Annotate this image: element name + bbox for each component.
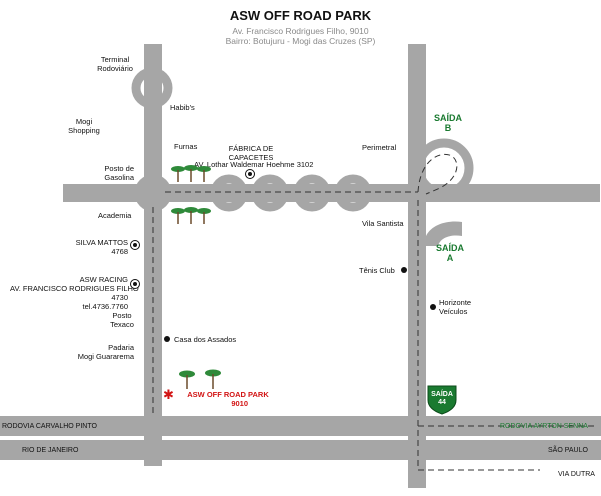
- roundabout-main-2: [210, 174, 248, 212]
- exit-shield-icon: [427, 385, 457, 415]
- label-silva-mattos: SILVA MATTOS 4768: [54, 238, 128, 256]
- terminal-line-1: Terminal: [100, 55, 130, 64]
- roundabout-main-4: [293, 174, 331, 212]
- silva-mattos-line-2: 4768: [111, 247, 128, 256]
- terminal-line-2: Rodoviário: [97, 64, 133, 73]
- saida-b-line-1: SAÍDA: [433, 113, 462, 123]
- asw-racing-line-2: AV. FRANCISCO RODRIGUES FILHO: [10, 284, 139, 293]
- address-line-1: Av. Francisco Rodrigues Filho, 9010: [232, 26, 369, 36]
- label-posto-texaco: Posto Texaco: [100, 311, 144, 329]
- roundabout-main-3: [251, 174, 289, 212]
- address-line-2: Bairro: Botujuru - Mogi das Cruzes (SP): [225, 36, 376, 46]
- asw-park-line-2: 9010: [231, 399, 248, 408]
- saida-a-line-1: SAÍDA: [435, 243, 464, 253]
- label-sao-paulo: SÃO PAULO: [548, 447, 588, 454]
- posto-gasolina-line-2: Gasolina: [104, 173, 134, 182]
- dutra-road: [0, 440, 601, 460]
- saida-a-connector: [426, 221, 462, 246]
- mogi-shopping-line-2: Shopping: [68, 126, 100, 135]
- label-carvalho-pinto: RODOVIA CARVALHO PINTO: [2, 423, 97, 430]
- label-posto-gasolina: Posto de Gasolina: [82, 164, 134, 182]
- casa-assados-dot: [164, 336, 170, 342]
- palm-tree-icon: [179, 369, 221, 389]
- mogi-shopping-line-1: Mogi: [75, 117, 93, 126]
- silva-mattos-line-1: SILVA MATTOS: [75, 238, 128, 247]
- saida-44-line-2: 44: [438, 399, 446, 406]
- label-casa-assados: Casa dos Assados: [174, 335, 237, 344]
- label-saida-a: SAÍDA A: [430, 243, 470, 263]
- map-title: ASW OFF ROAD PARK: [229, 8, 372, 23]
- carvalho-pinto-road: [0, 416, 601, 436]
- label-vila-santista: Vila Santista: [362, 219, 404, 228]
- ring-dot-icon: [130, 279, 140, 289]
- fabrica-line-2: CAPACETES: [228, 153, 274, 162]
- horizonte-line-2: Veículos: [439, 307, 468, 316]
- posto-gasolina-line-1: Posto de: [104, 164, 134, 173]
- roundabout-saida-b: [414, 138, 474, 198]
- padaria-line-2: Mogi Guararema: [77, 352, 134, 361]
- asw-racing-line-1: ASW RACING: [79, 275, 128, 284]
- palm-tree-icon: [171, 207, 211, 224]
- posto-texaco-line-1: Posto: [112, 311, 132, 320]
- left-vertical-road: [144, 44, 162, 466]
- ring-dot-icon: [245, 169, 255, 179]
- label-rio-de-janeiro: RIO DE JANEIRO: [22, 447, 79, 454]
- label-ayrton-senna: RODOVIA AYRTON SENNA: [500, 423, 588, 430]
- roundabout-top: [131, 67, 173, 109]
- main-avenue: [63, 184, 600, 202]
- palm-tree-icon: [171, 165, 211, 182]
- label-fabrica: FÁBRICA DE CAPACETES: [224, 144, 278, 162]
- roundabout-main-5: [334, 174, 372, 212]
- label-habibs: Habib's: [170, 103, 195, 112]
- saida-a-line-2: A: [446, 253, 454, 263]
- label-via-dutra: VIA DUTRA: [558, 471, 595, 478]
- label-asw-racing: ASW RACING AV. FRANCISCO RODRIGUES FILHO…: [10, 275, 139, 311]
- label-perimetral: Perimetral: [362, 143, 397, 152]
- tenis-club-dot: [401, 267, 407, 273]
- label-terminal: Terminal Rodoviário: [86, 55, 144, 73]
- label-academia: Academia: [98, 211, 132, 220]
- saida-b-line-2: B: [444, 123, 452, 133]
- label-furnas: Furnas: [174, 142, 198, 151]
- fabrica-line-1: FÁBRICA DE: [228, 144, 274, 153]
- ring-dot-icon: [130, 240, 140, 250]
- red-star-icon: ✱: [163, 387, 174, 402]
- label-saida-b: SAÍDA B: [428, 113, 468, 133]
- horizonte-dot: [430, 304, 436, 310]
- horizonte-line-1: Horizonte: [439, 298, 472, 307]
- route-loop-b: [417, 153, 458, 195]
- label-asw-park: ASW OFF ROAD PARK 9010: [178, 390, 278, 408]
- label-padaria: Padaria Mogi Guararema: [68, 343, 134, 361]
- padaria-line-1: Padaria: [108, 343, 134, 352]
- label-lothar: AV. Lothar Waldemar Hoehme 3102: [194, 160, 314, 169]
- saida-44-line-1: SAÍDA: [431, 391, 453, 398]
- label-saida-44: SAÍDA 44: [426, 391, 458, 407]
- posto-texaco-line-2: Texaco: [110, 320, 134, 329]
- asw-park-line-1: ASW OFF ROAD PARK: [187, 390, 269, 399]
- label-tenis-club: Tênis Club: [359, 266, 395, 275]
- asw-racing-line-3: 4730: [111, 293, 128, 302]
- label-mogi-shopping: Mogi Shopping: [62, 117, 106, 135]
- asw-racing-line-4: tel.4736.7760: [82, 302, 128, 311]
- label-horizonte: Horizonte Veículos: [439, 298, 471, 316]
